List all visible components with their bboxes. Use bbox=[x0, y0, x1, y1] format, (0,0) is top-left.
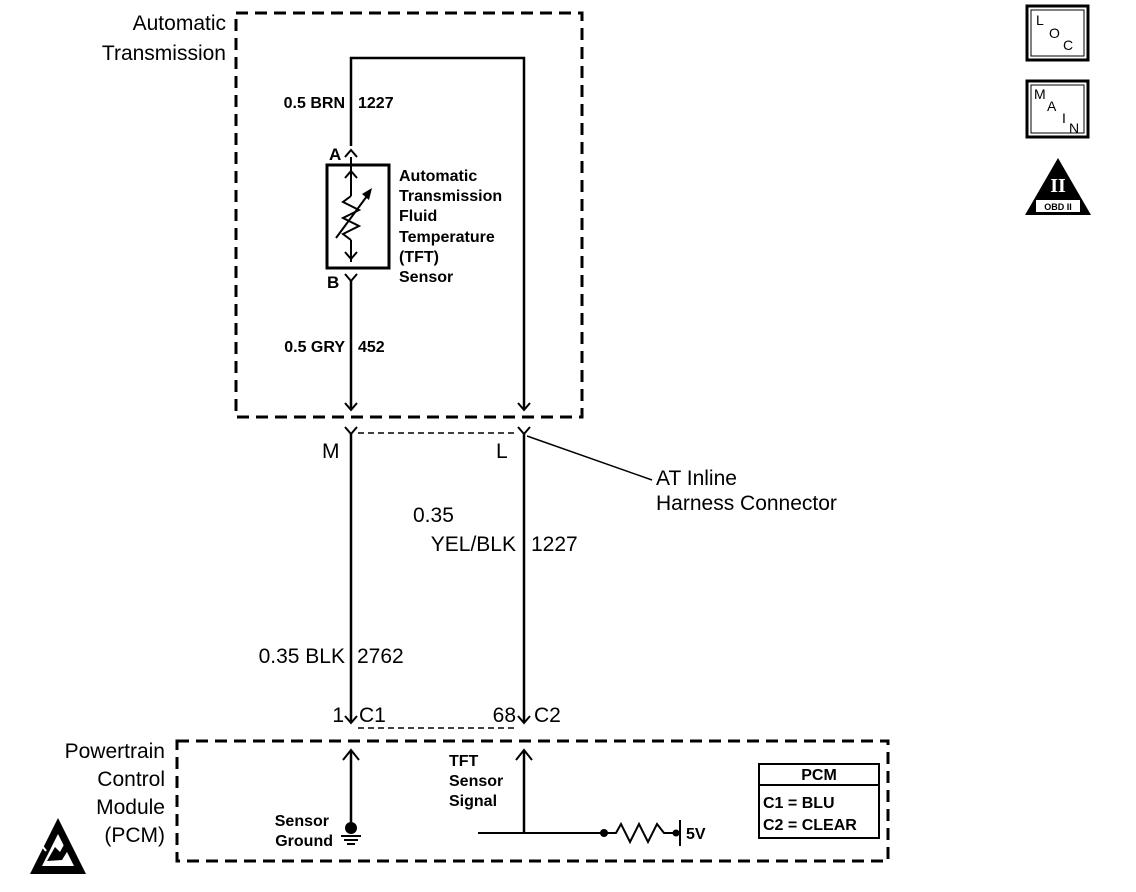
pcm-title-line3: Module bbox=[96, 796, 165, 819]
ground-label-line2: Ground bbox=[275, 833, 333, 850]
loc-icon[interactable]: L O C bbox=[1025, 4, 1090, 62]
ground-junction-icon bbox=[345, 822, 357, 834]
pin-1-label: 1 bbox=[332, 704, 344, 727]
pin-c1-label: C1 bbox=[359, 704, 386, 727]
signal-label-line1: TFT bbox=[449, 753, 479, 770]
thermistor-icon bbox=[340, 195, 362, 241]
svg-text:O: O bbox=[1049, 25, 1060, 41]
connector-label-line1: AT Inline bbox=[656, 467, 737, 490]
pin-l-label: L bbox=[496, 440, 508, 463]
right-wire-circuit: 1227 bbox=[531, 533, 578, 556]
pcm-legend-title: PCM bbox=[801, 767, 837, 784]
svg-text:OBD II: OBD II bbox=[1044, 202, 1072, 212]
pin-a-terminal-icon bbox=[344, 148, 358, 158]
connector-label-line2: Harness Connector bbox=[656, 492, 837, 515]
sensor-name-line6: Sensor bbox=[399, 269, 453, 286]
pin-a-label: A bbox=[329, 145, 341, 164]
pin-c2-label: C2 bbox=[534, 704, 561, 727]
sensor-name-line4: Temperature bbox=[399, 229, 495, 246]
pcm-title-line4: (PCM) bbox=[104, 824, 165, 847]
right-wire-gauge-line1: 0.35 bbox=[413, 504, 454, 527]
wire-bottom-gauge: 0.5 GRY bbox=[284, 339, 345, 356]
svg-text:A: A bbox=[1047, 98, 1057, 114]
left-wire-gauge: 0.35 BLK bbox=[259, 645, 345, 668]
pcm-title-line2: Control bbox=[97, 768, 165, 791]
thermistor-variable-arrow bbox=[335, 191, 371, 239]
sensor-name-line3: Fluid bbox=[399, 208, 437, 225]
pin-b-terminal-icon bbox=[344, 273, 358, 283]
ground-label-line1: Sensor bbox=[275, 813, 329, 830]
wire-1227-internal bbox=[349, 56, 526, 410]
pcm-legend-c1: C1 = BLU bbox=[763, 795, 835, 812]
esd-warning-icon bbox=[30, 818, 86, 874]
transmission-title-line2: Transmission bbox=[102, 42, 226, 65]
sensor-name-line5: (TFT) bbox=[399, 249, 439, 266]
pin-l-terminal-icon bbox=[517, 426, 531, 436]
tft-sensor-body bbox=[325, 163, 391, 270]
svg-text:M: M bbox=[1034, 86, 1046, 102]
transmission-boundary bbox=[234, 11, 584, 419]
wire-top-gauge: 0.5 BRN bbox=[284, 95, 345, 112]
connector-leader-line bbox=[526, 435, 653, 481]
sensor-name-line2: Transmission bbox=[399, 188, 502, 205]
left-wire-circuit: 2762 bbox=[357, 645, 404, 668]
signal-label-line3: Signal bbox=[449, 793, 497, 810]
pin-m-terminal-icon bbox=[344, 426, 358, 436]
pin-68-label: 68 bbox=[493, 704, 516, 727]
pin-b-label: B bbox=[327, 273, 339, 292]
wire-top-circuit: 1227 bbox=[358, 95, 394, 112]
sensor-name-line1: Automatic bbox=[399, 168, 477, 185]
svg-text:C: C bbox=[1063, 37, 1073, 53]
wire-bottom-circuit: 452 bbox=[358, 339, 385, 356]
svg-text:II: II bbox=[1050, 175, 1066, 197]
voltage-label: 5V bbox=[686, 826, 706, 843]
svg-text:I: I bbox=[1062, 110, 1066, 126]
pcm-title-line1: Powertrain bbox=[65, 740, 165, 763]
pcm-legend-box bbox=[758, 763, 880, 839]
main-icon[interactable]: M A I N bbox=[1025, 79, 1090, 139]
pcm-legend-c2: C2 = CLEAR bbox=[763, 817, 857, 834]
svg-text:N: N bbox=[1069, 120, 1079, 136]
pin-m-label: M bbox=[322, 440, 340, 463]
transmission-title-line1: Automatic bbox=[133, 12, 226, 35]
pullup-resistor-icon bbox=[604, 821, 676, 845]
right-wire-gauge-line2: YEL/BLK bbox=[431, 533, 516, 556]
obd-ii-icon[interactable]: II OBD II bbox=[1025, 158, 1091, 215]
svg-text:L: L bbox=[1036, 12, 1044, 28]
signal-label-line2: Sensor bbox=[449, 773, 503, 790]
pcm-boundary bbox=[175, 739, 890, 863]
